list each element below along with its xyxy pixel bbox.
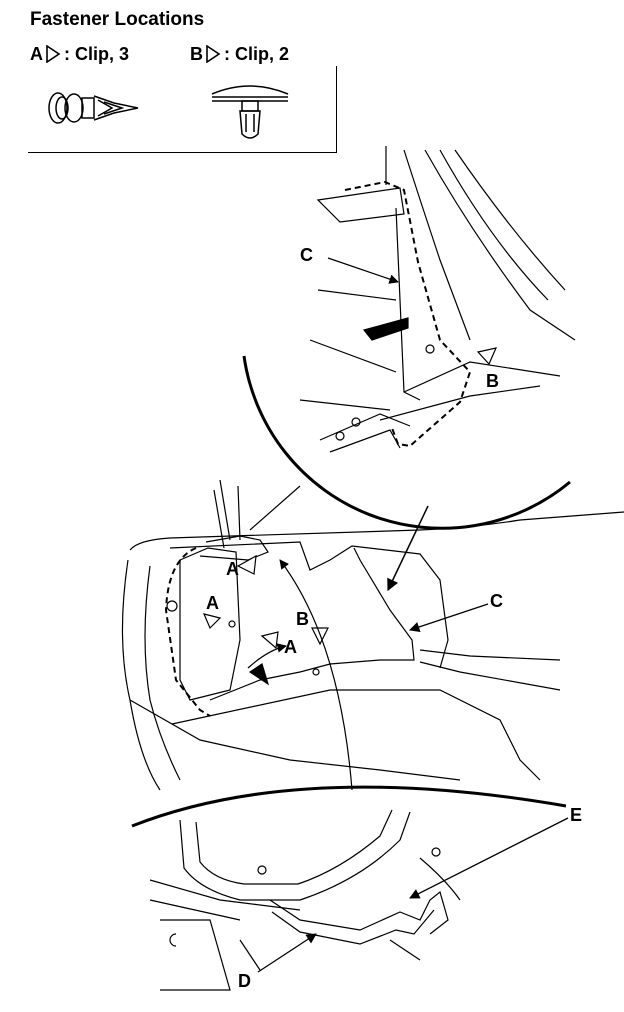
callout-b-upper: B bbox=[486, 371, 499, 391]
fastener-legend-box bbox=[28, 66, 337, 153]
legend-a-clip: A : Clip, 3 bbox=[30, 44, 129, 68]
callout-e: E bbox=[570, 805, 583, 825]
legend-a-letter: A bbox=[30, 44, 43, 64]
upper-detail-view bbox=[242, 146, 576, 530]
clip-b-icon bbox=[211, 85, 289, 139]
lower-detail-view bbox=[131, 785, 567, 991]
callout-leaders bbox=[257, 603, 569, 973]
detail-link-arrow bbox=[387, 505, 429, 592]
triangle-marker-icon bbox=[205, 44, 221, 68]
legend-b-text: : Clip, 2 bbox=[224, 44, 290, 64]
callout-c-upper: C bbox=[300, 245, 313, 265]
legend-a-text: : Clip, 3 bbox=[64, 44, 130, 64]
callout-a-left: A bbox=[206, 593, 219, 613]
triangle-marker-icon bbox=[45, 44, 61, 68]
callout-a-top: A bbox=[226, 559, 239, 579]
clip-a-icon bbox=[48, 92, 139, 124]
legend-b-clip: B : Clip, 2 bbox=[190, 44, 289, 68]
legend-b-letter: B bbox=[190, 44, 203, 64]
callout-d: D bbox=[238, 971, 251, 991]
trunk-main-view bbox=[121, 479, 624, 791]
callout-c-middle: C bbox=[490, 591, 503, 611]
callout-b-middle: B bbox=[296, 609, 309, 629]
callout-a-center: A bbox=[284, 637, 297, 657]
page-title: Fastener Locations bbox=[30, 9, 205, 30]
